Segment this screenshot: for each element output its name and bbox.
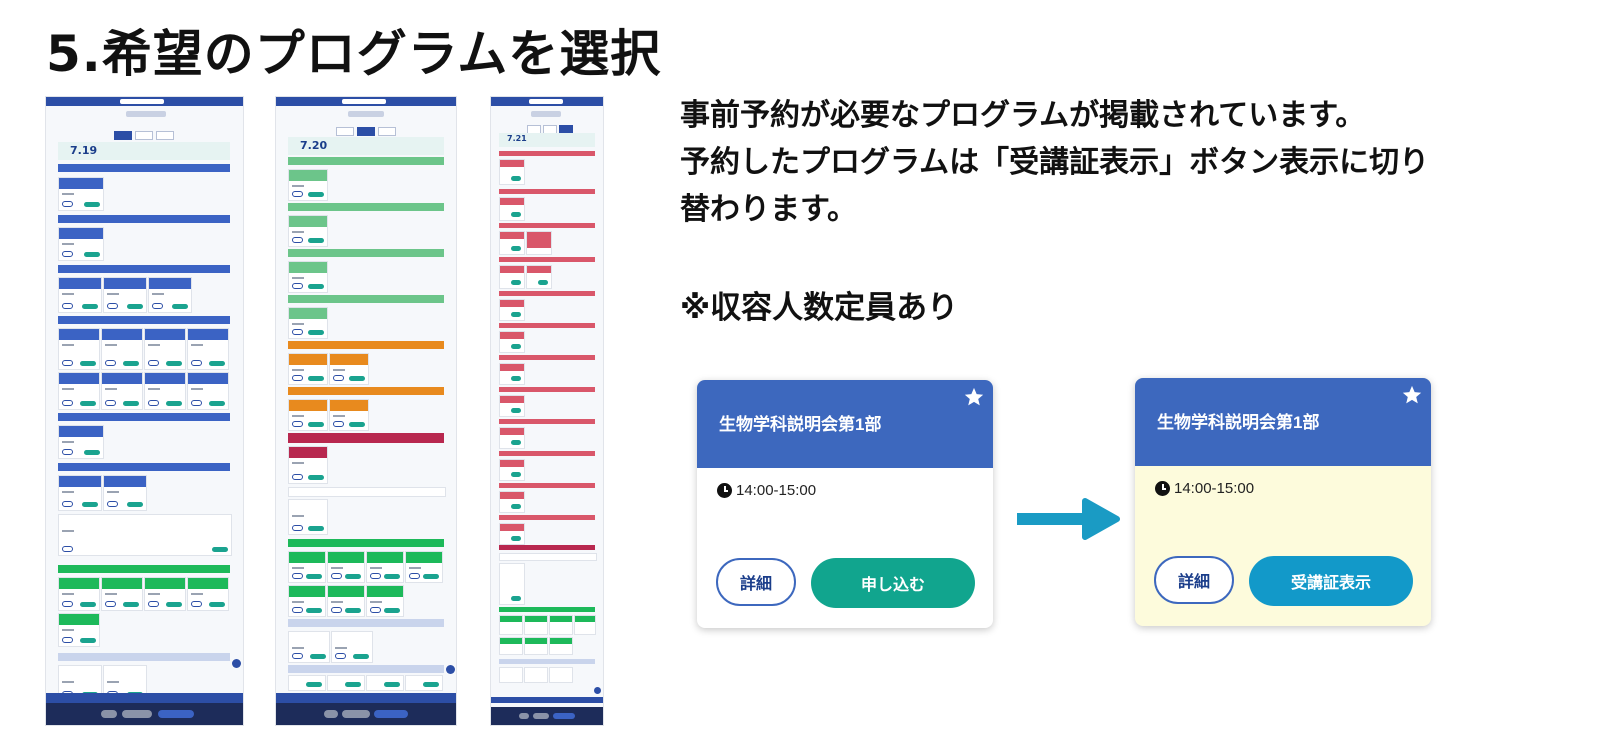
detail-button[interactable]: 詳細 [716,558,796,606]
program-card-after: 生物学科説明会第1部 14:00-15:00 詳細 受講証表示 [1135,378,1431,626]
detail-button[interactable]: 詳細 [1154,556,1234,604]
program-time-text: 14:00-15:00 [1174,480,1255,497]
program-time-text: 14:00-15:00 [736,482,817,499]
card-header: 生物学科説明会第1部 [1135,378,1431,466]
description: 事前予約が必要なプログラムが掲載されています。 予約したプログラムは「受講証表示… [680,92,1580,233]
card-header: 生物学科説明会第1部 [697,380,993,468]
star-icon[interactable] [963,386,985,408]
phone-date: 7.20 [300,139,328,152]
capacity-note: ※収容人数定員あり [680,290,959,326]
program-time: 14:00-15:00 [717,482,816,499]
program-name: 生物学科説明会第1部 [719,415,882,434]
program-card-before: 生物学科説明会第1部 14:00-15:00 詳細 申し込む [697,380,993,628]
page-title: 5.希望のプログラムを選択 [46,25,662,83]
show-certificate-button[interactable]: 受講証表示 [1249,556,1413,606]
description-line-3: 替わります。 [680,192,857,227]
clock-icon [1155,481,1170,496]
program-name: 生物学科説明会第1部 [1157,413,1320,432]
phone-date: 7.19 [70,144,98,157]
phone-screenshot-2: 7.20 [275,96,457,726]
right-arrow-icon [1017,498,1120,540]
star-icon[interactable] [1401,384,1423,406]
clock-icon [717,483,732,498]
description-line-1: 事前予約が必要なプログラムが掲載されています。 [680,98,1366,133]
phone-screenshot-1: 7.19 [45,96,244,726]
program-time: 14:00-15:00 [1155,480,1254,497]
apply-button[interactable]: 申し込む [811,558,975,608]
phone-date: 7.21 [507,134,527,143]
description-line-2: 予約したプログラムは「受講証表示」ボタン表示に切り [680,145,1430,180]
phone-screenshot-3: 7.21 [490,96,604,726]
